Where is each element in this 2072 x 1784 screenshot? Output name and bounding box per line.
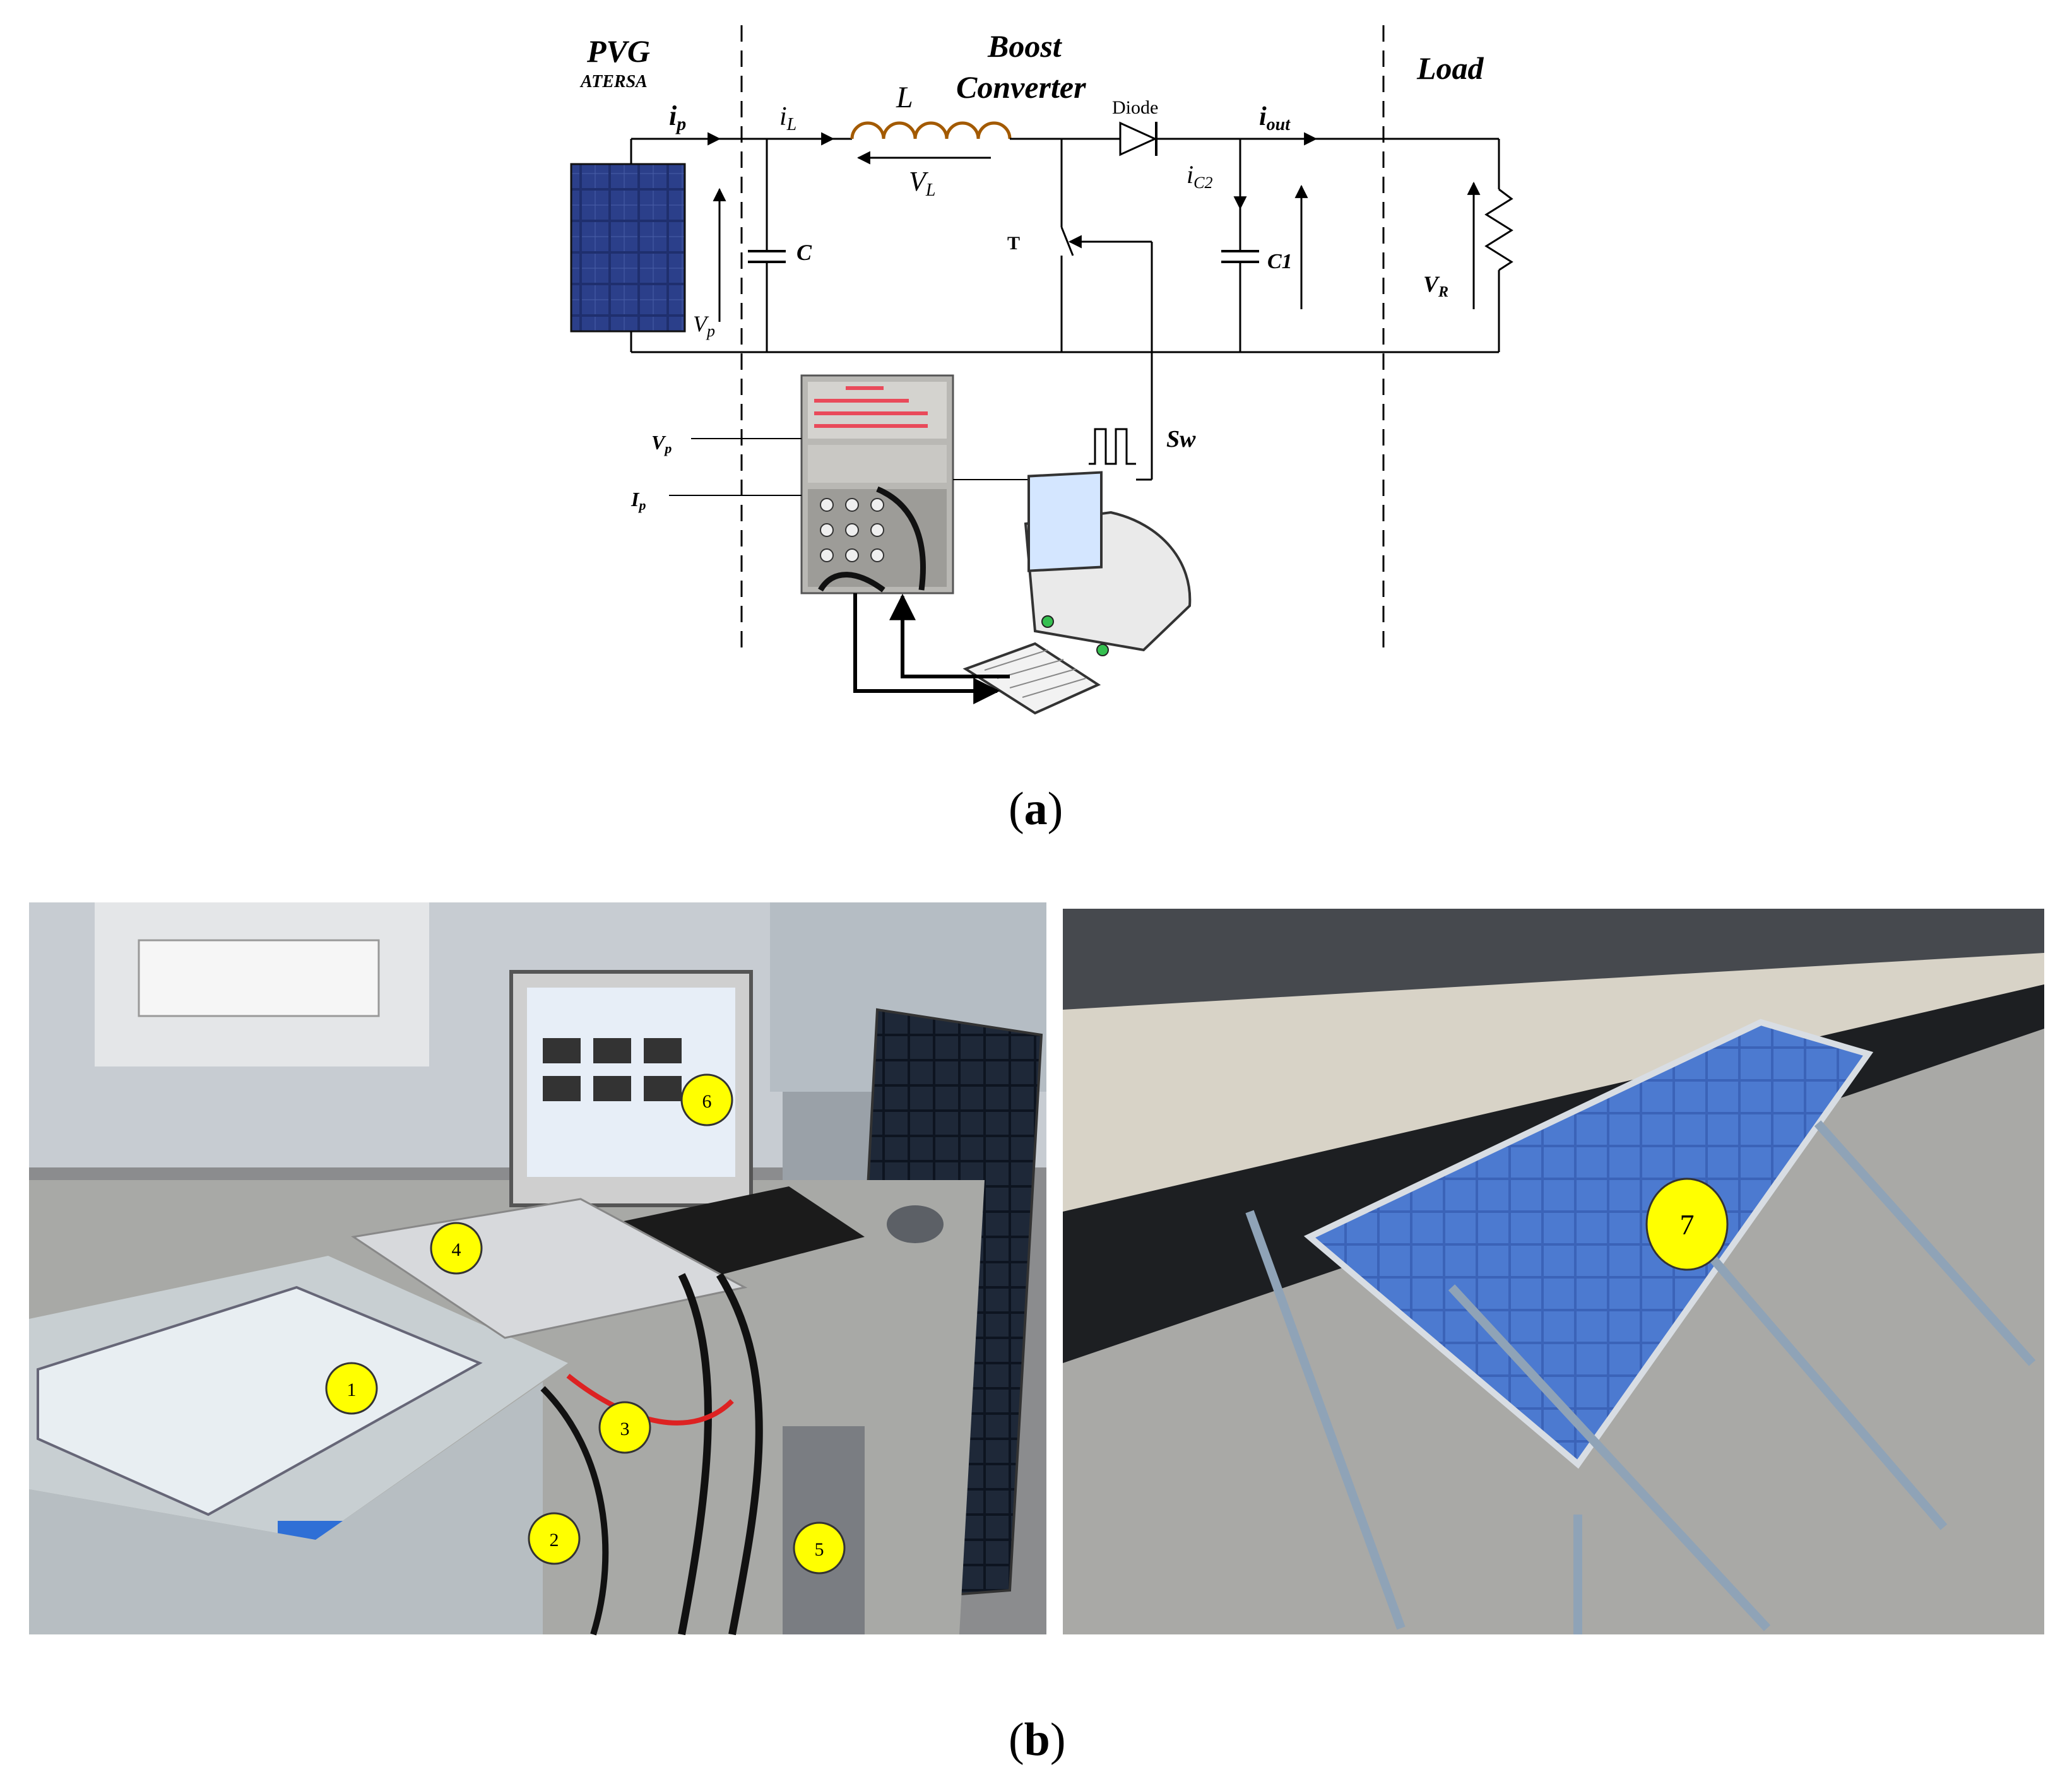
svg-text:Vp: Vp <box>651 431 672 456</box>
marker-3: 3 <box>598 1401 651 1454</box>
marker-6: 6 <box>680 1073 733 1126</box>
controller-board-image <box>800 374 954 594</box>
load-title: Load <box>1416 50 1484 86</box>
marker-7: 7 <box>1645 1178 1729 1271</box>
svg-text:iout: iout <box>1259 102 1291 134</box>
svg-text:5: 5 <box>815 1539 824 1560</box>
svg-text:Vp: Vp <box>693 311 715 340</box>
load-resistor-symbol <box>1484 188 1513 271</box>
pvg-title: PVG <box>586 33 650 69</box>
rooftop-pv-array-photo <box>1063 909 2044 1634</box>
pwm-signal-icon <box>1089 428 1136 465</box>
svg-text:Ip: Ip <box>630 488 646 513</box>
svg-text:iC2: iC2 <box>1187 160 1212 192</box>
pvg-brand: ATERSA <box>579 72 648 92</box>
label-L: L <box>896 81 913 114</box>
lab-bench-photo <box>29 902 1046 1636</box>
caption-b: (b) <box>1009 1714 1066 1766</box>
boost-title-line2: Converter <box>956 69 1086 105</box>
boost-title-line1: Boost <box>987 28 1063 64</box>
svg-text:iL: iL <box>779 102 796 134</box>
svg-text:ip: ip <box>669 100 686 134</box>
label-C1: C1 <box>1267 250 1293 273</box>
boost-converter-circuit-diagram: PVG ATERSA Boost Converter Load ip Vp C … <box>570 25 1513 715</box>
svg-text:1: 1 <box>347 1379 357 1400</box>
svg-text:VR: VR <box>1423 271 1448 300</box>
label-C: C <box>796 240 812 265</box>
label-T: T <box>1007 233 1020 254</box>
diode-symbol <box>1119 121 1157 157</box>
computer-icon <box>962 471 1192 715</box>
label-diode: Diode <box>1112 97 1158 118</box>
experimental-setup-photos: 1 2 3 4 5 6 7 <box>29 902 2044 1636</box>
marker-2: 2 <box>528 1512 581 1565</box>
svg-text:VL: VL <box>909 166 935 200</box>
svg-text:3: 3 <box>620 1419 630 1439</box>
svg-text:6: 6 <box>702 1091 712 1112</box>
marker-1: 1 <box>325 1362 378 1415</box>
svg-text:4: 4 <box>452 1239 461 1260</box>
caption-a: (a) <box>1009 783 1063 835</box>
pv-panel-icon <box>570 163 686 333</box>
svg-text:7: 7 <box>1680 1208 1695 1241</box>
label-Sw: Sw <box>1166 426 1196 452</box>
inductor-symbol <box>850 121 1012 139</box>
svg-text:2: 2 <box>550 1530 559 1551</box>
marker-5: 5 <box>793 1521 846 1574</box>
marker-4: 4 <box>430 1222 483 1275</box>
